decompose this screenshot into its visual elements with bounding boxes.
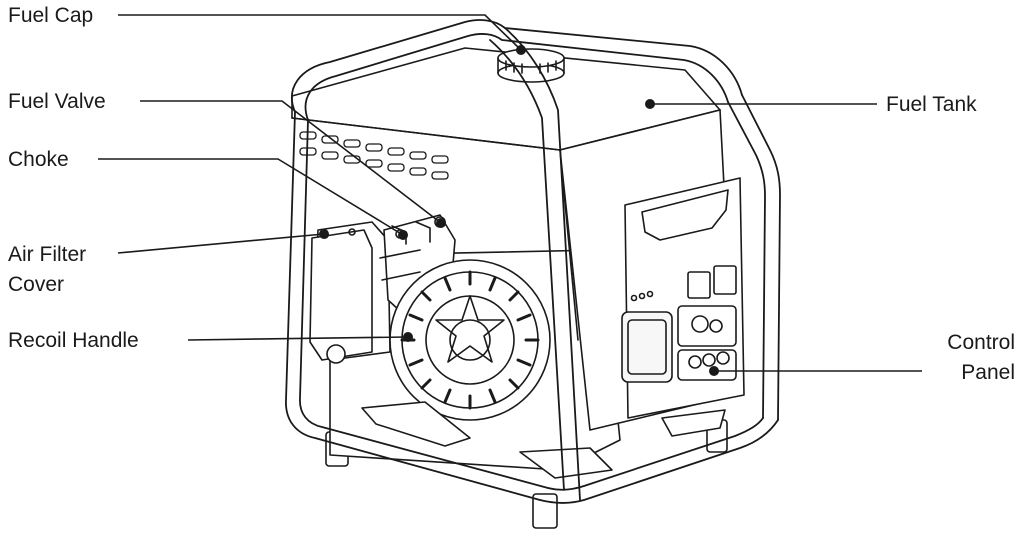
- dot-air-filter: [319, 229, 329, 239]
- air-filter-cover: [309, 221, 391, 364]
- base-bracket: [361, 401, 471, 447]
- label-recoil-handle: Recoil Handle: [8, 329, 139, 352]
- label-fuel-valve: Fuel Valve: [8, 90, 106, 113]
- control-panel-components: [621, 265, 737, 383]
- label-choke: Choke: [8, 148, 69, 171]
- label-fuel-cap: Fuel Cap: [8, 4, 94, 27]
- leader-fuel-valve: [140, 100, 442, 224]
- leader-recoil: [187, 336, 409, 341]
- label-control-panel-line2: Panel: [961, 361, 1015, 384]
- leader-air-filter: [117, 233, 325, 254]
- recoil-starter: [389, 259, 551, 421]
- dot-fuel-valve: [436, 218, 446, 228]
- dot-fuel-cap: [516, 45, 526, 55]
- dot-fuel-tank: [645, 99, 655, 109]
- leader-fuel-cap: [118, 14, 522, 51]
- label-air-filter-line1: Air Filter: [8, 243, 87, 266]
- leader-choke: [98, 158, 404, 236]
- fuel-cap: [497, 48, 565, 83]
- label-control-panel-line1: Control: [947, 331, 1015, 354]
- dot-control-panel: [709, 366, 719, 376]
- dot-choke: [398, 230, 408, 240]
- label-air-filter-line2: Cover: [8, 273, 65, 296]
- dot-recoil: [403, 332, 413, 342]
- label-fuel-tank: Fuel Tank: [886, 93, 977, 116]
- tube-frame: [285, 19, 781, 504]
